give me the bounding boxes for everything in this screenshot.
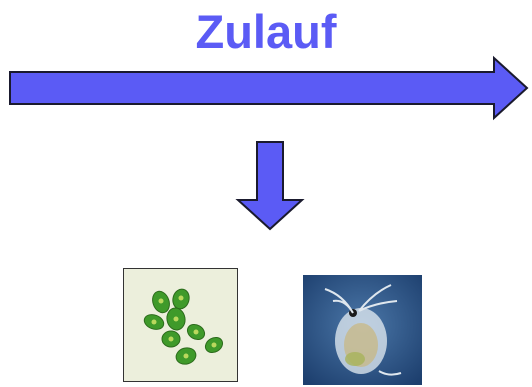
algae-image	[123, 268, 238, 382]
down-arrow-icon	[238, 142, 302, 229]
right-arrow-icon	[10, 58, 527, 118]
daphnia-image	[303, 275, 422, 385]
